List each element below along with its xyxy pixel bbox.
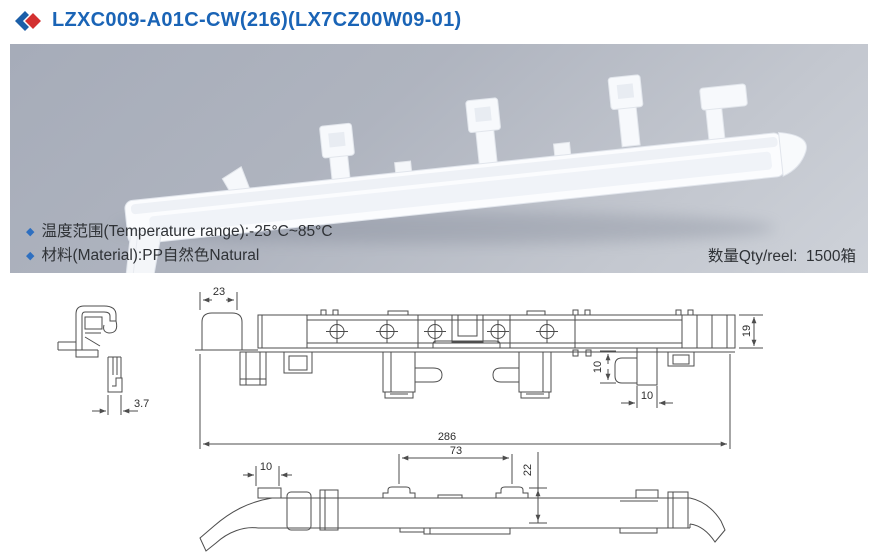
plastic-part: [124, 74, 807, 273]
dim-top-length: 286: [438, 431, 456, 443]
page-title: LZXC009-A01C-CW(216)(LX7CZ00W09-01): [52, 9, 462, 31]
side-view: [57, 305, 123, 393]
dim-front-height: 22: [522, 464, 534, 476]
spec-material-text: 材料(Material):PP自然色Natural: [41, 247, 260, 264]
page-header: LZXC009-A01C-CW(216)(LX7CZ00W09-01): [14, 9, 461, 32]
top-view: [195, 309, 736, 399]
dim-side-width: 3.7: [134, 398, 149, 410]
dim-top-tab-v: 10: [592, 361, 604, 373]
technical-drawings: 3.7: [57, 286, 763, 552]
dim-top-height: 19: [741, 325, 753, 337]
side-view-dimensions: 3.7: [92, 395, 149, 415]
spec-temperature-text: 温度范围(Temperature range):-25°C~85°C: [41, 223, 333, 240]
qty-per-reel: 数量Qty/reel: 1500箱: [707, 248, 856, 265]
spec-bullet-icon: ◆: [26, 226, 35, 238]
dim-top-cap: 23: [213, 286, 225, 298]
spec-temperature: ◆ 温度范围(Temperature range):-25°C~85°C: [26, 220, 333, 244]
product-photo-panel: ◆ 温度范围(Temperature range):-25°C~85°C ◆ 材…: [10, 44, 868, 273]
spec-list: ◆ 温度范围(Temperature range):-25°C~85°C ◆ 材…: [26, 220, 333, 268]
dim-front-span: 73: [450, 445, 462, 457]
top-view-dimensions: 23 19 10 10 286: [199, 286, 763, 449]
dim-front-left-tab: 10: [260, 461, 272, 473]
product-photo: [115, 74, 807, 273]
spec-bullet-icon: ◆: [26, 250, 35, 262]
spec-material: ◆ 材料(Material):PP自然色Natural: [26, 244, 333, 268]
brand-diamond-icon: [15, 10, 44, 31]
front-view-dimensions: 10 73 22: [243, 445, 547, 524]
dim-top-tab-h: 10: [641, 390, 653, 402]
front-view: [199, 486, 726, 552]
